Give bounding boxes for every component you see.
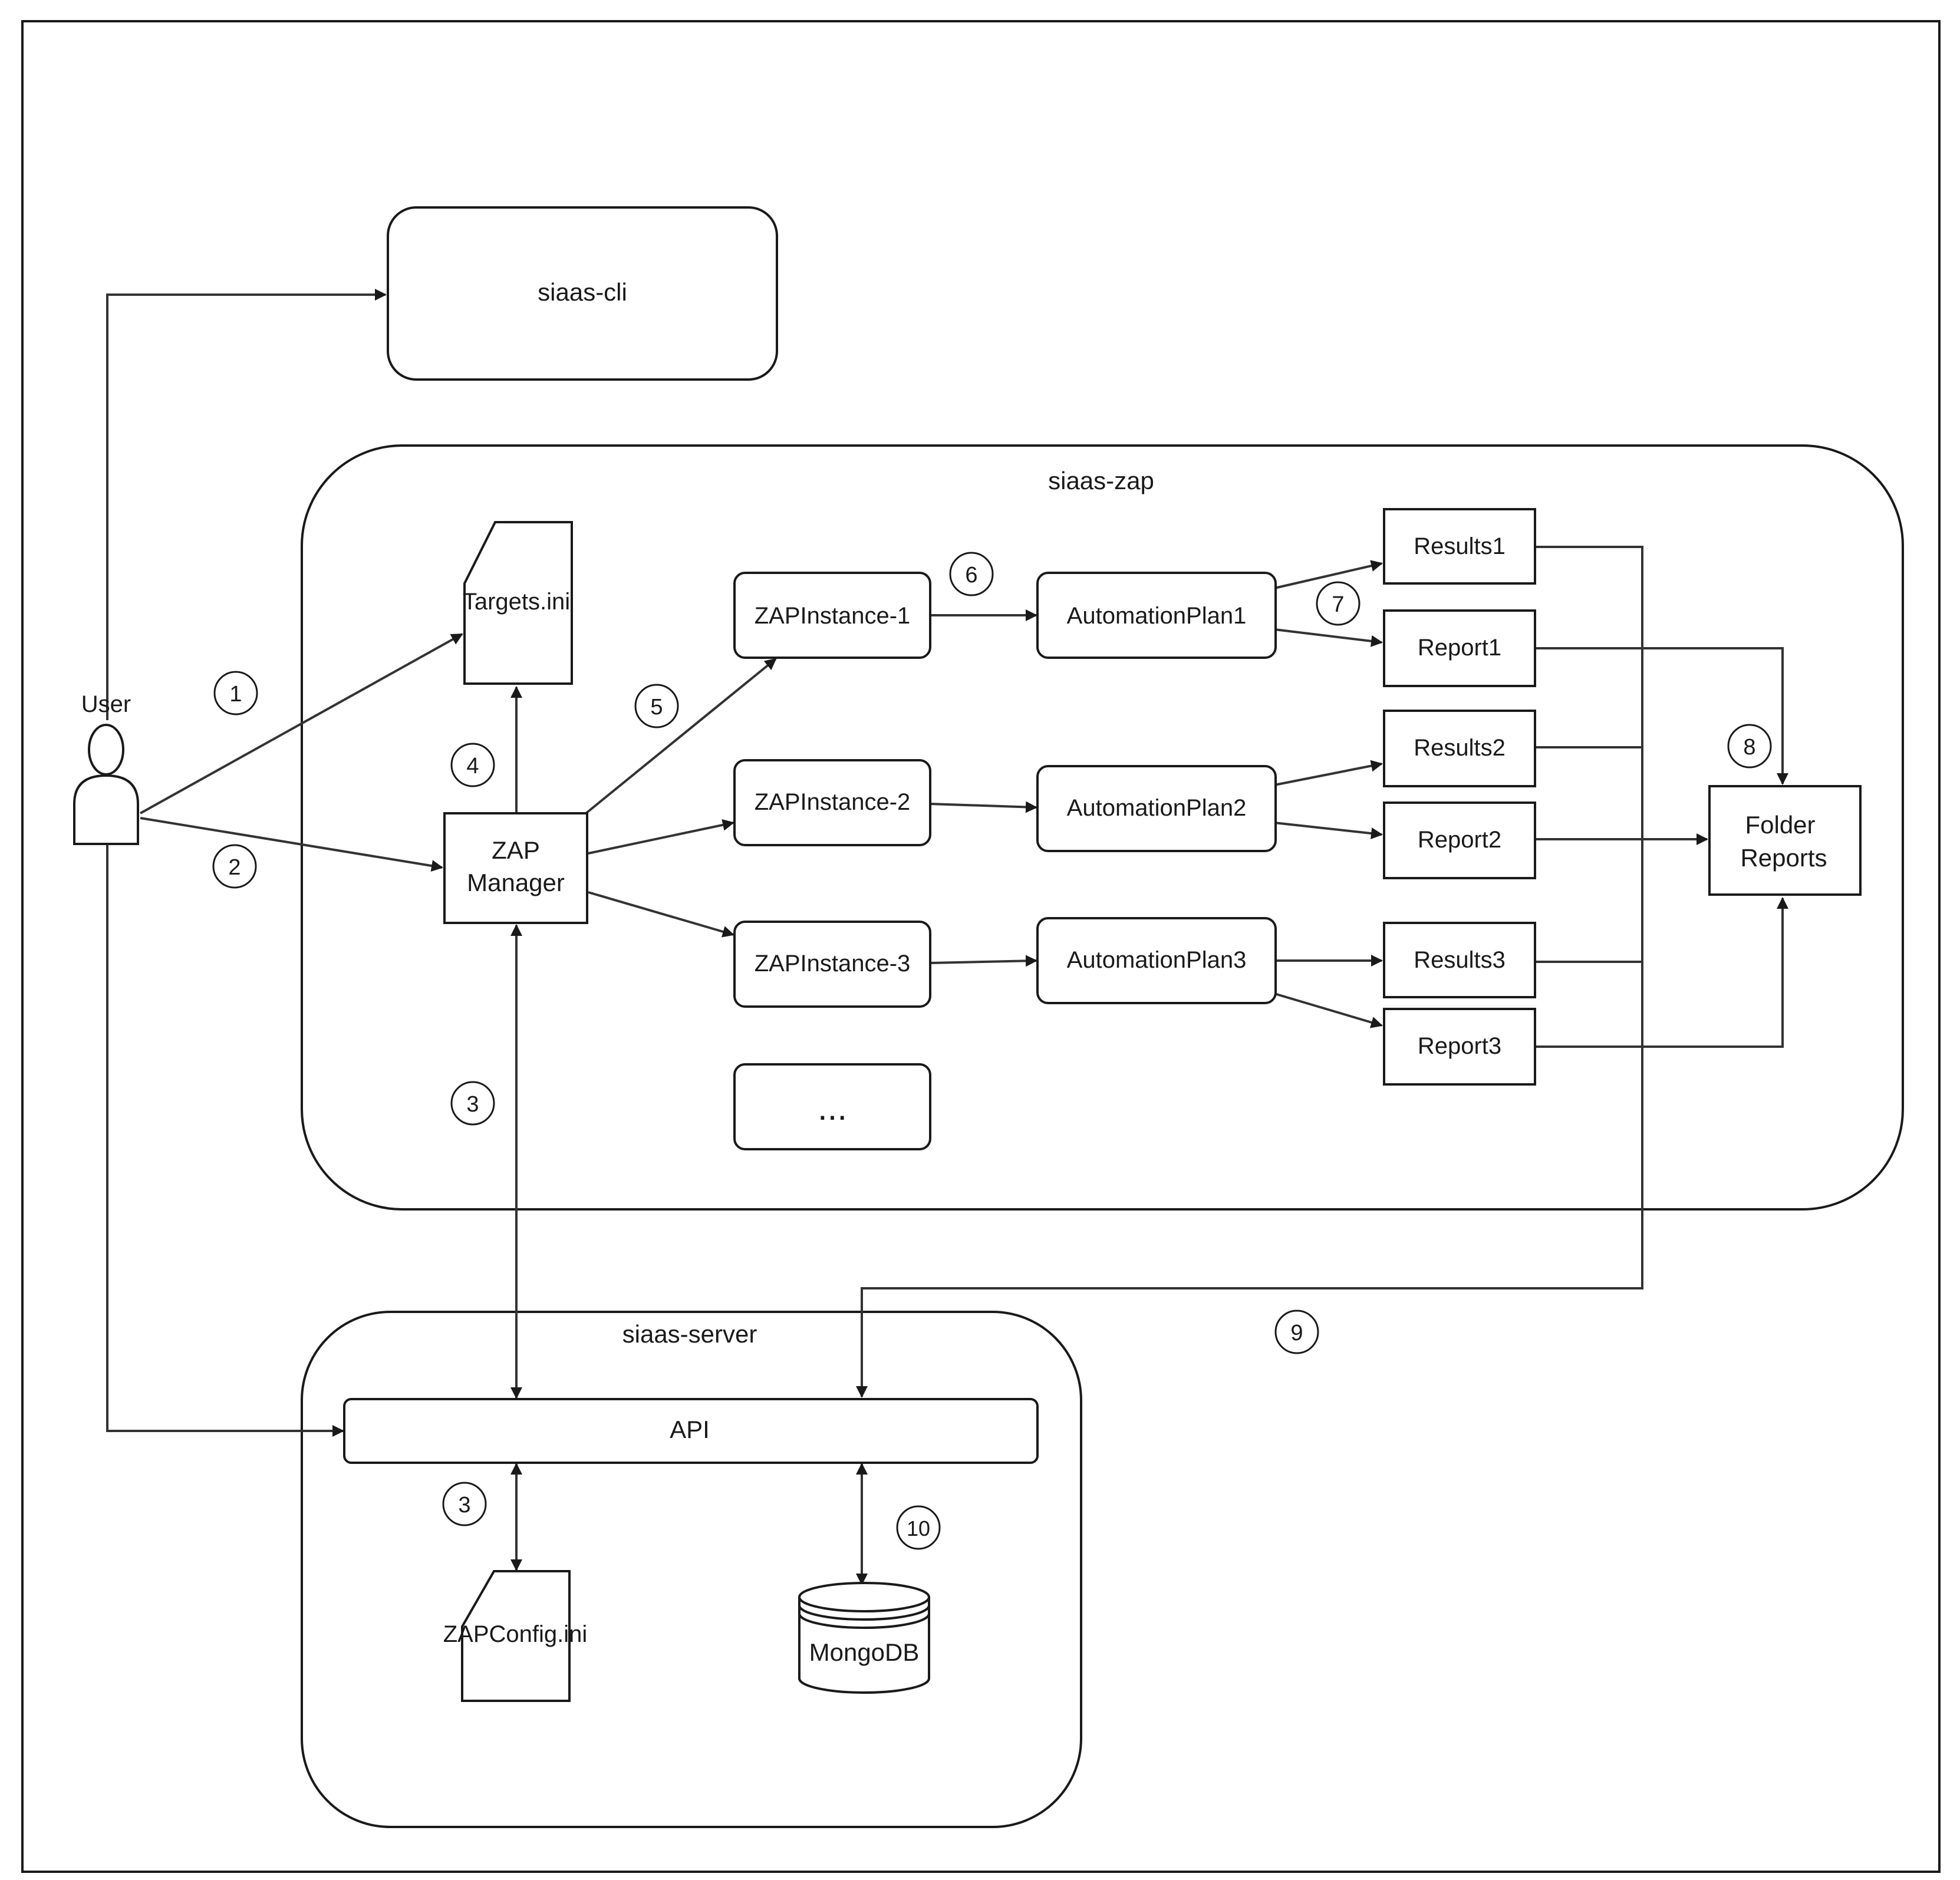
results-3-label: Results3	[1414, 947, 1506, 973]
automation-plan-2-label: AutomationPlan2	[1067, 795, 1247, 821]
zap-manager-label-line1: ZAP	[492, 836, 540, 864]
step-7-label: 7	[1332, 592, 1344, 617]
step-2-label: 2	[228, 855, 241, 880]
siaas-cli-label: siaas-cli	[538, 278, 627, 306]
step-4-label: 4	[466, 754, 479, 779]
zapconfig-file-node: ZAPConfig.ini	[443, 1570, 588, 1702]
edge-plan1-report1	[1274, 628, 1383, 647]
edge-manager-instance1	[585, 658, 777, 814]
zap-instance-1-node: ZAPInstance-1	[733, 572, 931, 659]
report-3-label: Report3	[1418, 1033, 1501, 1059]
edge-manager-instance2	[588, 819, 734, 855]
step-marker-3-upper: 3	[450, 1081, 495, 1126]
automation-plan-2-node: AutomationPlan2	[1036, 765, 1277, 852]
folder-reports-label-line1: Folder	[1745, 811, 1815, 839]
step-marker-10: 10	[896, 1505, 941, 1550]
step-marker-4: 4	[450, 743, 495, 787]
report-2-node: Report2	[1383, 802, 1536, 879]
targets-file-label: Targets.ini	[463, 589, 570, 615]
report-1-label: Report1	[1418, 635, 1501, 661]
mongodb-label: MongoDB	[809, 1638, 920, 1666]
folder-reports-node: Folder Reports	[1708, 785, 1862, 896]
edge-report3-folder	[1535, 897, 1788, 1048]
results-1-node: Results1	[1383, 508, 1536, 585]
targets-file-node: Targets.ini	[463, 521, 573, 685]
step-6-label: 6	[965, 563, 977, 588]
zapconfig-file-label: ZAPConfig.ini	[443, 1621, 588, 1647]
edge-user-api	[106, 845, 344, 1437]
siaas-cli-region: siaas-cli	[387, 206, 778, 381]
edge-instance2-plan2	[930, 801, 1037, 813]
zap-instance-more-node: ...	[733, 1063, 931, 1150]
results-1-label: Results1	[1414, 533, 1506, 559]
step-marker-7: 7	[1316, 581, 1361, 626]
user-icon-body	[73, 774, 139, 845]
step-9-label: 9	[1290, 1321, 1303, 1345]
user-actor: User	[73, 691, 139, 845]
step-3-lower-label: 3	[458, 1493, 470, 1518]
api-node: API	[343, 1398, 1039, 1464]
siaas-server-label: siaas-server	[622, 1320, 757, 1348]
results-2-node: Results2	[1383, 710, 1536, 787]
siaas-zap-region: siaas-zap	[301, 444, 1904, 1211]
edge-plan1-results1	[1274, 560, 1383, 589]
results-3-node: Results3	[1383, 922, 1536, 998]
siaas-zap-label: siaas-zap	[1048, 467, 1154, 494]
edges	[106, 289, 1788, 1585]
edge-report1-folder	[1535, 647, 1788, 785]
step-marker-2: 2	[212, 844, 257, 889]
folder-reports-label-line2: Reports	[1740, 844, 1827, 872]
zap-manager-node: ZAP Manager	[443, 812, 588, 924]
edge-manager-instance3	[588, 891, 734, 938]
edge-plan2-results2	[1274, 760, 1383, 786]
step-marker-1: 1	[213, 671, 258, 715]
report-3-node: Report3	[1383, 1008, 1536, 1086]
automation-plan-3-label: AutomationPlan3	[1067, 947, 1247, 973]
edge-user-cli	[106, 289, 387, 720]
outer-frame	[21, 20, 1941, 1873]
edge-plan2-report2	[1274, 822, 1383, 839]
step-markers: 1 2 3 4 5 6 7 8	[212, 552, 1772, 1550]
edge-results-bus	[856, 546, 1643, 1398]
user-label: User	[81, 691, 131, 717]
automation-plan-1-node: AutomationPlan1	[1036, 572, 1277, 659]
mongodb-node: MongoDB	[798, 1582, 930, 1694]
results-2-label: Results2	[1414, 735, 1506, 761]
report-1-node: Report1	[1383, 609, 1536, 687]
automation-plan-1-label: AutomationPlan1	[1067, 603, 1247, 629]
step-10-label: 10	[907, 1516, 930, 1541]
step-marker-9: 9	[1274, 1310, 1319, 1354]
user-icon-head	[88, 724, 124, 776]
zap-instance-more-label: ...	[818, 1088, 847, 1127]
edge-instance3-plan3	[930, 955, 1037, 967]
siaas-server-region: siaas-server	[301, 1311, 1082, 1828]
step-8-label: 8	[1743, 735, 1755, 760]
zap-instance-2-label: ZAPInstance-2	[755, 789, 911, 815]
zap-instance-2-node: ZAPInstance-2	[733, 759, 931, 846]
edge-user-targets	[140, 633, 463, 814]
step-5-label: 5	[650, 695, 663, 720]
step-marker-6: 6	[949, 552, 994, 596]
zap-instance-3-label: ZAPInstance-3	[755, 951, 911, 977]
api-label: API	[670, 1416, 710, 1443]
step-marker-8: 8	[1727, 724, 1772, 769]
report-2-label: Report2	[1418, 827, 1501, 853]
step-marker-3-lower: 3	[442, 1482, 487, 1526]
step-1-label: 1	[229, 682, 242, 707]
automation-plan-3-node: AutomationPlan3	[1036, 917, 1277, 1004]
step-marker-5: 5	[634, 684, 679, 728]
zap-instance-3-node: ZAPInstance-3	[733, 921, 931, 1008]
edge-plan3-report3	[1274, 992, 1383, 1028]
edge-user-manager	[140, 817, 443, 872]
zap-manager-label-line2: Manager	[467, 869, 565, 896]
step-3-upper-label: 3	[466, 1092, 479, 1117]
zap-instance-1-label: ZAPInstance-1	[755, 603, 911, 629]
